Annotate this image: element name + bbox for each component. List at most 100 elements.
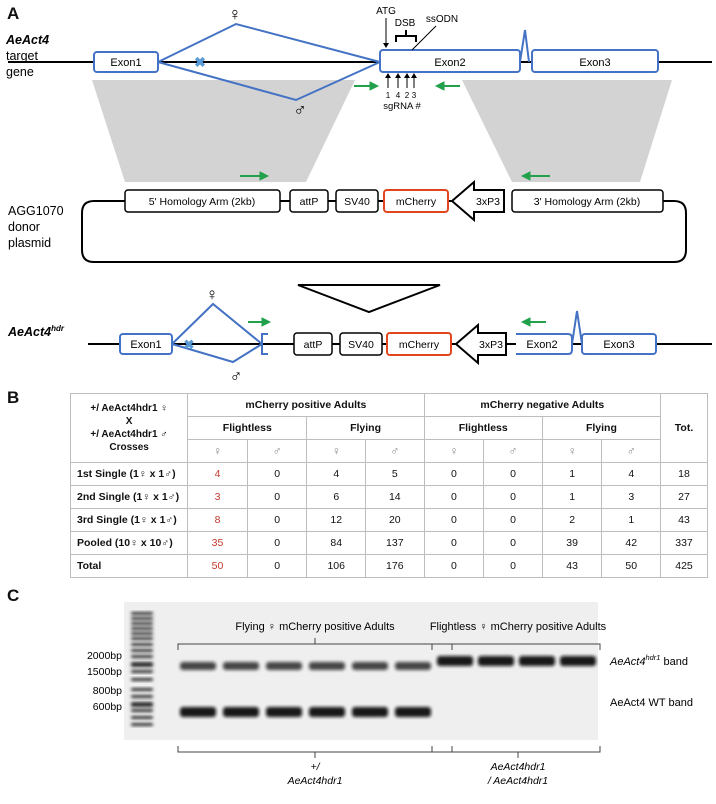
total-header: Tot. — [660, 393, 708, 463]
table-cell: 0 — [423, 554, 485, 578]
row-label: 3rd Single (1♀ x 1♂) — [69, 508, 189, 532]
exon2-label: Exon2 — [434, 57, 465, 69]
table-cell: 3 — [601, 485, 662, 509]
sex-header-male: ♂ — [601, 439, 662, 463]
ladder-band — [131, 637, 153, 640]
dsb-label: DSB — [395, 18, 416, 29]
sex-header-male: ♂ — [483, 439, 543, 463]
ladder-band — [131, 632, 153, 635]
hdr-sv40-label: SV40 — [348, 339, 374, 351]
donor-label-1: AGG1070 — [8, 204, 64, 218]
ladder-800-label: 800bp — [93, 685, 122, 697]
ladder-band — [131, 723, 153, 726]
target-label-1: AeAct4 — [5, 33, 49, 47]
table-cell: 106 — [306, 554, 367, 578]
attp-box — [289, 189, 329, 213]
ladder-band — [131, 670, 153, 673]
ssodn-arrow — [411, 25, 437, 51]
plasmid-backbone — [81, 200, 687, 263]
atg-arrowhead — [383, 43, 389, 48]
table-cell: 6 — [306, 485, 367, 509]
gel-band — [180, 707, 216, 717]
corner-line-2: X — [125, 416, 133, 427]
group-positive-header: mCherry positive Adults — [187, 393, 425, 417]
panel-c-label: C — [7, 586, 20, 605]
table-cell: 0 — [246, 554, 308, 578]
hdr-band-label: AeAct4hdr1 band — [609, 653, 688, 668]
hom-genotype-line-1: AeAct4hdr1 — [490, 761, 546, 773]
ladder-band — [131, 702, 153, 707]
row-label: Pooled (10♀ x 10♂) — [69, 531, 189, 555]
row-total: 43 — [660, 508, 708, 532]
sex-header-female: ♀ — [541, 439, 603, 463]
row-total: 425 — [660, 554, 708, 578]
hdr-exon2-fragment — [261, 333, 268, 355]
gel-band — [560, 656, 596, 666]
table-cell: 0 — [483, 485, 543, 509]
table-cell: 42 — [601, 531, 662, 555]
table-cell: 3 — [187, 485, 248, 509]
hdr-exon3-label: Exon3 — [603, 339, 634, 351]
gel-image: Flying ♀ mCherry positive Adults Flightl… — [87, 602, 693, 787]
sex-header-female: ♀ — [187, 439, 248, 463]
recombination-arrow — [297, 284, 441, 314]
table-cell: 0 — [246, 462, 308, 486]
table-cell: 137 — [365, 531, 425, 555]
table-corner-cell: +/ AeAct4hdr1 ♀ X +/ AeAct4hdr1 ♂ Crosse… — [69, 393, 189, 463]
table-cell: 5 — [365, 462, 425, 486]
ladder-band — [131, 678, 153, 681]
sv40-box — [335, 189, 379, 213]
ladder-band — [131, 643, 153, 646]
sex-header-male: ♂ — [365, 439, 425, 463]
gel-band — [223, 662, 259, 670]
dsb-bracket — [395, 30, 417, 42]
row-total: 27 — [660, 485, 708, 509]
sex-header-female: ♀ — [306, 439, 367, 463]
ladder-band — [131, 655, 153, 658]
gel-band — [352, 662, 388, 670]
target-label-3: gene — [6, 65, 34, 79]
row-label: 1st Single (1♀ x 1♂) — [69, 462, 189, 486]
table-cell: 0 — [246, 508, 308, 532]
table-cell: 50 — [601, 554, 662, 578]
hdr-mcherry-box — [386, 332, 452, 356]
het-bracket — [177, 746, 453, 758]
gel-band — [395, 662, 431, 670]
sgrna-num-4: 3 — [412, 91, 417, 100]
dna-ladder — [131, 612, 153, 726]
table-cell: 8 — [187, 508, 248, 532]
hdr-deletion-x-icon: ✖ — [184, 337, 195, 352]
row-total: 337 — [660, 531, 708, 555]
table-cell: 0 — [246, 485, 308, 509]
gel-band — [395, 707, 431, 717]
flying-bracket — [177, 638, 453, 650]
sgrna-num-2: 4 — [396, 91, 401, 100]
ladder-band — [131, 695, 153, 698]
gel-band — [266, 662, 302, 670]
neg-flying-header: Flying — [541, 416, 662, 440]
flightless-group-label: Flightless ♀ mCherry positive Adults — [430, 621, 607, 633]
ssodn-label: ssODN — [426, 14, 458, 25]
ladder-band — [131, 688, 153, 691]
ladder-band — [131, 622, 153, 625]
homology-arm-5-box — [124, 189, 281, 213]
row-total: 18 — [660, 462, 708, 486]
table-cell: 0 — [423, 531, 485, 555]
exon3-label: Exon3 — [579, 57, 610, 69]
sv40-label: SV40 — [344, 196, 370, 208]
crosses-table: +/ AeAct4hdr1 ♀ X +/ AeAct4hdr1 ♂ Crosse… — [69, 393, 708, 578]
homology-region-3 — [462, 80, 672, 182]
hdr-male-symbol: ♂ — [230, 367, 243, 386]
table-cell: 0 — [483, 462, 543, 486]
hom-bracket — [431, 746, 601, 758]
ladder-band — [131, 649, 153, 652]
table-cell: 4 — [306, 462, 367, 486]
female-splice-line — [157, 22, 381, 63]
het-genotype-line-1: +/ — [310, 761, 320, 773]
hdr-female-splice — [171, 302, 263, 345]
hdr-exon3-box — [581, 333, 657, 355]
